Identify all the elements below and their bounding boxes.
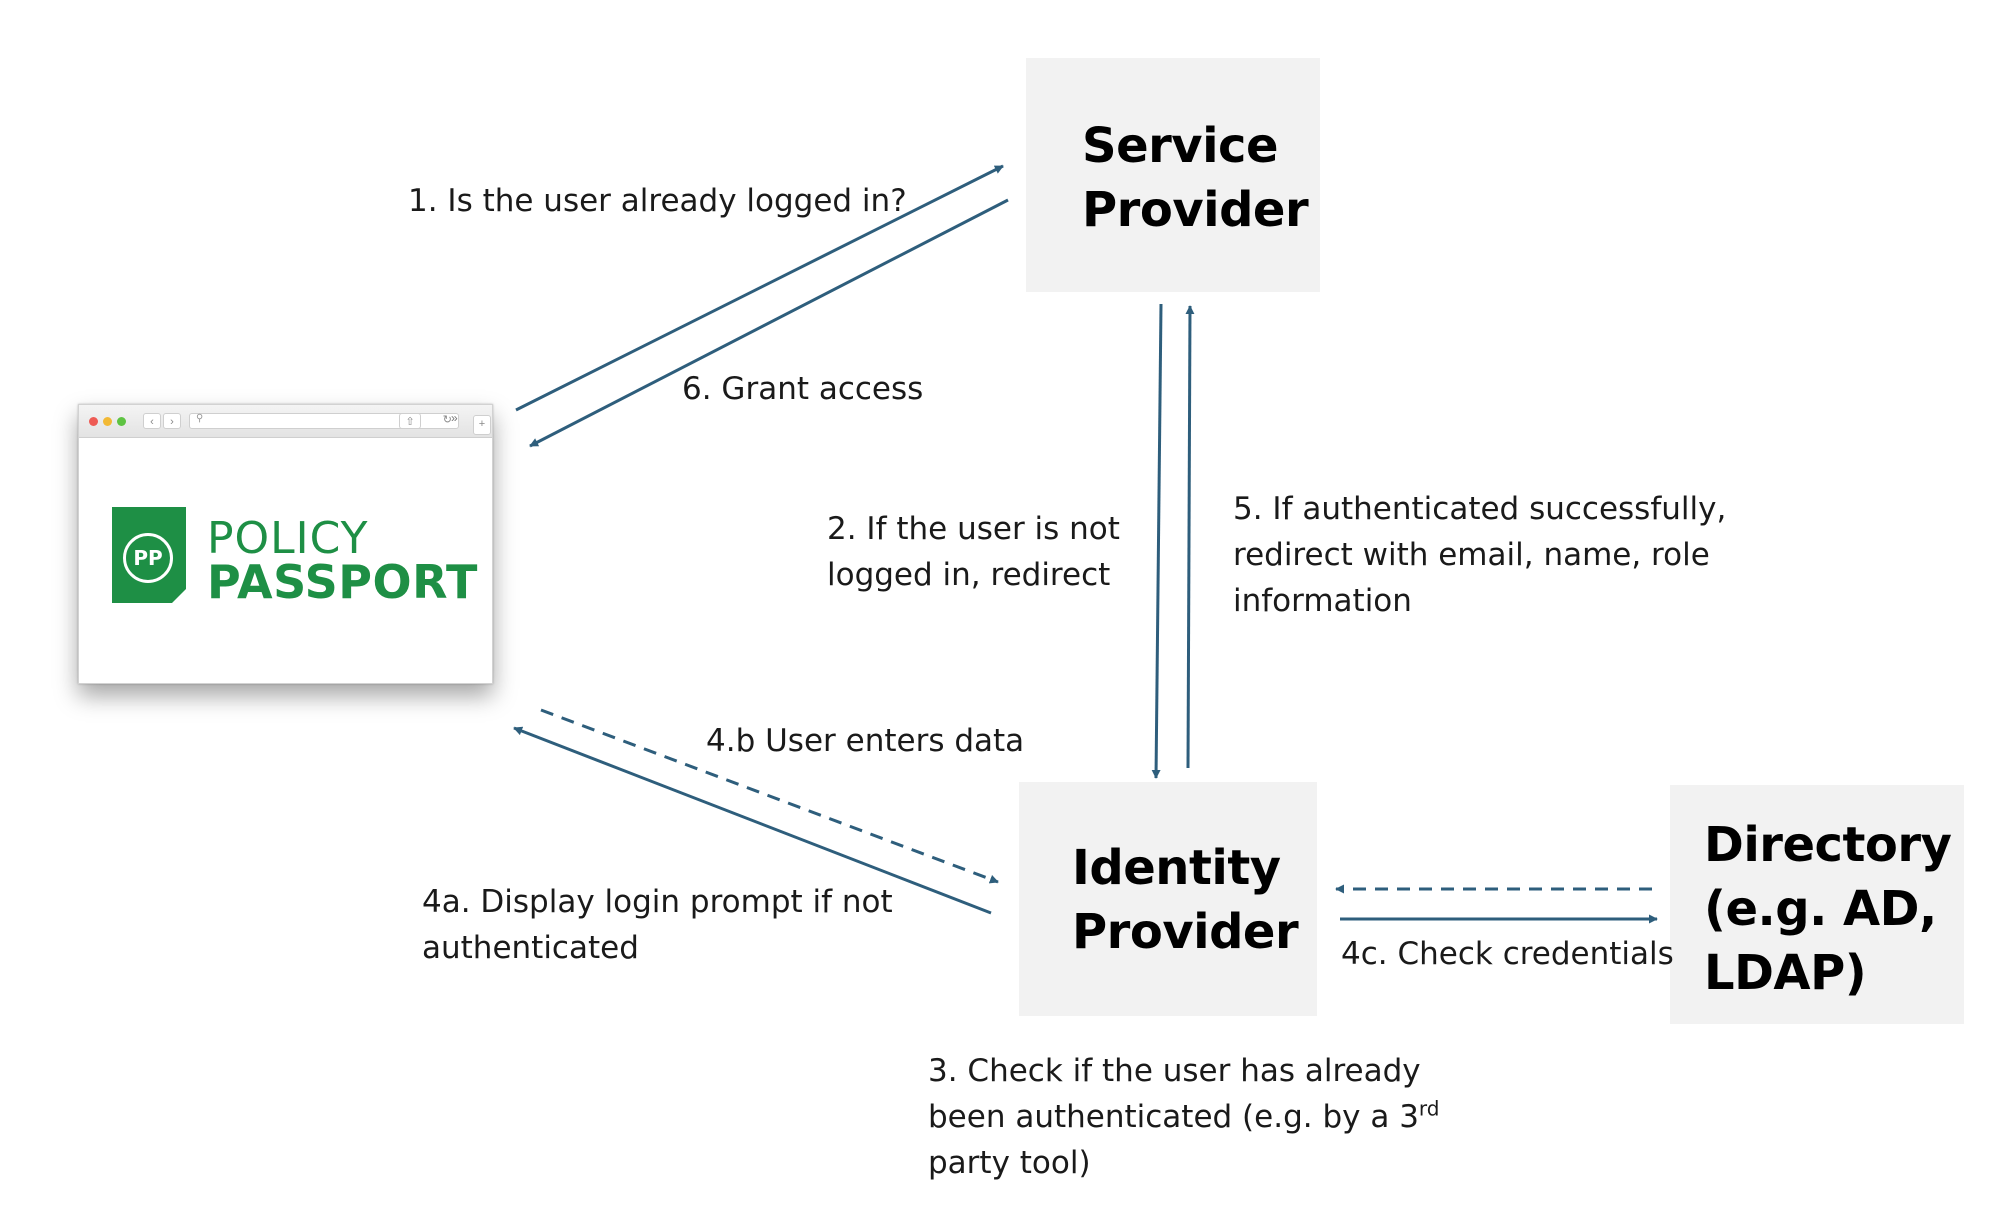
pp-badge-icon: PP [123,533,173,583]
edge-label-step5-line1: 5. If authenticated successfully, [1233,491,1727,527]
edge-label-step4a-line2: authenticated [422,930,639,966]
edge-label-step2-line2: logged in, redirect [827,557,1111,593]
close-dot-icon [89,417,98,426]
overflow-icon: » [451,411,458,425]
logo-fold-corner [172,589,186,603]
edge-label-step3-line1: 3. Check if the user has already [928,1053,1421,1089]
node-directory-line3: LDAP) [1704,945,1867,1001]
policy-passport-logo-mark: PP [112,507,186,603]
browser-toolbar: ‹ › ⚲ ↻ ⇧ » + [79,405,492,438]
edge-label-step1-line1: 1. Is the user already logged in? [408,183,907,219]
minimize-dot-icon [103,417,112,426]
forward-icon: › [163,413,181,429]
edge-label-step5-line2: redirect with email, name, role [1233,537,1710,573]
logo-text-passport: PASSPORT [207,555,478,609]
back-icon: ‹ [143,413,161,429]
edge-label-step3-line3: party tool) [928,1145,1091,1181]
address-bar: ⚲ ↻ [189,413,459,429]
node-directory-line2: (e.g. AD, [1704,881,1937,937]
edge-label-step6-line1: 6. Grant access [682,371,924,407]
search-icon: ⚲ [196,413,204,424]
node-identity-provider-line1: Identity [1072,840,1281,896]
edge-step5-arrow [1185,305,1195,769]
edge-step4a-arrow [513,726,992,915]
edge-label-step4a: 4a. Display login prompt if not authenti… [422,879,893,971]
node-service-provider: Service Provider [1026,58,1320,292]
client-browser-window: ‹ › ⚲ ↻ ⇧ » + PP POLICY PASSPORT [78,404,493,684]
edge-label-step3-line2: been authenticated (e.g. by a 3rd [928,1096,1440,1135]
share-button-icon: ⇧ [399,413,421,429]
edge-label-step6: 6. Grant access [682,366,923,412]
edge-step6-arrow [529,198,1009,448]
edge-step2-arrow [1151,303,1163,779]
edge-label-step4a-line1: 4a. Display login prompt if not [422,884,893,920]
node-directory: Directory (e.g. AD, LDAP) [1670,785,1964,1024]
edge-label-step2: 2. If the user is not logged in, redirec… [827,506,1120,598]
maximize-dot-icon [117,417,126,426]
new-tab-icon: + [473,415,491,435]
node-identity-provider-line2: Provider [1072,904,1299,960]
edge-label-step4b: 4.b User enters data [706,718,1024,764]
edge-label-step5-line3: information [1233,583,1412,619]
logo-text-policy: POLICY [207,513,369,564]
edge-step4b-arrow [540,708,999,884]
edge-label-step2-line1: 2. If the user is not [827,511,1120,547]
node-identity-provider: Identity Provider [1019,782,1317,1016]
edge-label-step4c-line1: 4c. Check credentials [1341,936,1674,972]
edge-label-step5: 5. If authenticated successfully, redire… [1233,486,1726,624]
edge-label-step4b-line1: 4.b User enters data [706,723,1025,759]
node-service-provider-line1: Service [1082,118,1279,174]
node-service-provider-line2: Provider [1082,182,1309,238]
node-directory-line1: Directory [1704,817,1952,873]
edge-label-step3: 3. Check if the user has already been au… [928,1048,1440,1186]
edge-label-step1: 1. Is the user already logged in? [408,178,907,224]
edge-label-step4c: 4c. Check credentials [1341,931,1674,977]
reload-icon: ↻ [442,414,452,426]
edge-step1-arrow [515,164,1004,412]
